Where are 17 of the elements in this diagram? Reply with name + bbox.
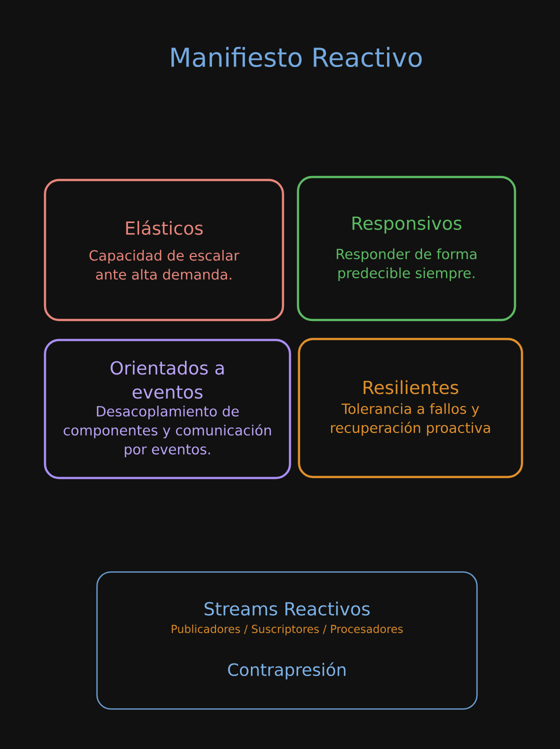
box-heading: Resilientes [364,380,458,394]
box-text: Capacidad de escalar ante alta demanda. [90,250,240,280]
rounded-box [296,176,516,322]
box-heading: Streams Reactivos [204,602,370,616]
box-text: Responder de forma predecible siempre. [336,248,476,281]
box-heading: Elásticos [126,220,203,235]
rounded-box [44,338,292,480]
box-text: Contrapresión [228,662,346,680]
rounded-box [298,338,524,478]
diagram-title: Manifiesto Reactivo [171,46,422,68]
box-heading: Responsivos [352,216,462,234]
rounded-box [96,571,478,710]
box-text: Tolerancia a fallos y recuperación proactiva [331,403,490,436]
box-text: Desacoplamiento de componentes y comunicación por eventos. [64,406,271,458]
rounded-box [44,178,284,322]
box-heading: Orientados a eventos [110,360,224,399]
box-subtext: Publicadores / Suscriptores / Procesadores [172,624,403,636]
